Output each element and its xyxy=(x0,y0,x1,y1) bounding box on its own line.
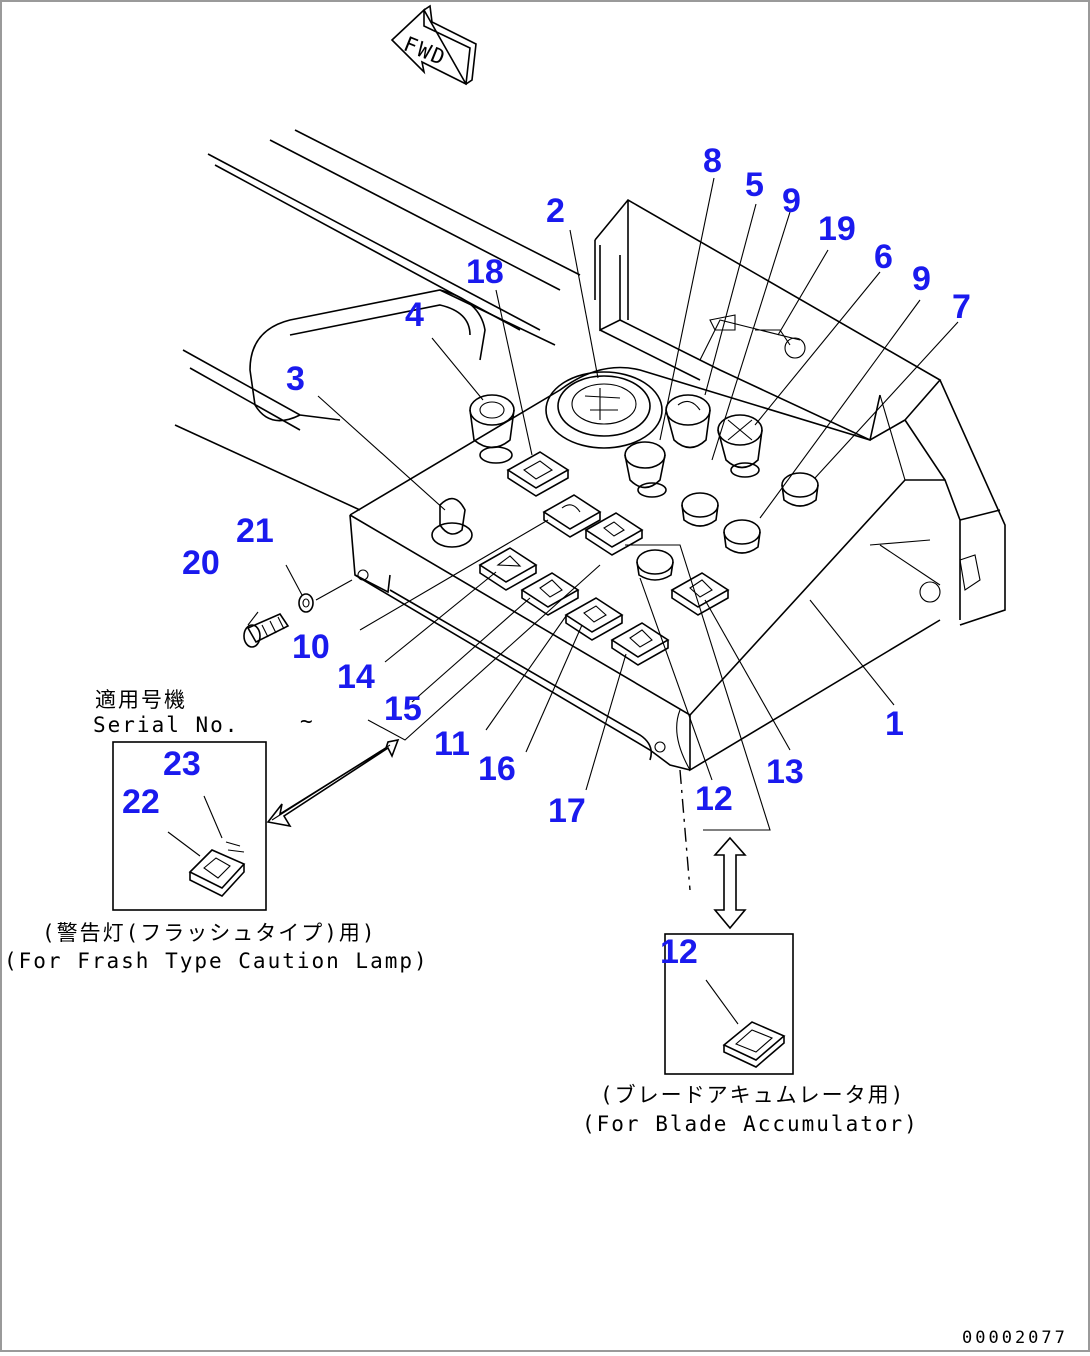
square-switch-13b-icon xyxy=(670,572,730,616)
serial-label-en: Serial No. xyxy=(93,713,239,737)
inset-box-b xyxy=(664,933,794,1075)
caption-caution-jp: (警告灯(フラッシュタイプ)用) xyxy=(42,921,377,945)
caption-blade-en: (For Blade Accumulator) xyxy=(582,1112,919,1136)
square-switch-17-icon xyxy=(610,622,670,666)
bolt-icon xyxy=(243,612,290,648)
round-switch-5-icon xyxy=(665,394,711,449)
callout-9a: 9 xyxy=(782,182,801,220)
gauge-icon xyxy=(545,371,663,449)
callout-3: 3 xyxy=(286,360,305,398)
double-arrow-icon xyxy=(713,836,747,930)
square-switch-15-icon xyxy=(520,572,580,616)
accumulator-switch-icon xyxy=(722,1021,786,1068)
callout-11: 11 xyxy=(434,725,470,763)
callout-22: 22 xyxy=(122,783,160,821)
callout-20: 20 xyxy=(182,544,220,582)
round-switch-4-icon xyxy=(469,394,515,464)
callout-23: 23 xyxy=(163,745,201,783)
callout-13: 13 xyxy=(766,753,804,791)
caption-caution-en: (For Frash Type Caution Lamp) xyxy=(4,949,429,973)
callout-12a: 12 xyxy=(695,780,733,818)
inset-caution-lamp: 適用号機 Serial No. ~ 23 22 (警告灯(フラッシュタイプ)用)… xyxy=(4,688,429,973)
round-switch-7-icon xyxy=(781,472,819,507)
caption-blade-jp: (ブレードアキュムレータ用) xyxy=(600,1083,905,1107)
callout-8: 8 xyxy=(703,142,722,180)
callout-4: 4 xyxy=(405,296,424,334)
inset-box-a xyxy=(112,741,267,911)
callout-17: 17 xyxy=(548,792,586,830)
callout-18: 18 xyxy=(466,253,504,291)
round-switch-9a-icon xyxy=(681,492,719,527)
serial-label-jp: 適用号機 xyxy=(95,688,187,712)
callout-12b: 12 xyxy=(660,933,698,971)
callout-5: 5 xyxy=(745,166,764,204)
inset-indicators xyxy=(266,544,771,930)
round-switch-6-icon xyxy=(717,414,763,478)
square-switch-18-icon xyxy=(506,451,570,497)
callout-9b: 9 xyxy=(912,260,931,298)
fwd-label: FWD xyxy=(400,32,450,71)
serial-range: ~ xyxy=(300,709,315,733)
leader-lines xyxy=(247,177,959,791)
callout-numbers: 1 2 3 4 5 6 7 8 9 9 10 11 12 13 14 15 16… xyxy=(182,142,971,830)
callout-2: 2 xyxy=(546,192,565,230)
flash-lamp-icon xyxy=(188,841,246,897)
square-switch-14-icon xyxy=(478,547,538,591)
round-switch-8-icon xyxy=(624,441,667,498)
callout-16: 16 xyxy=(478,750,516,788)
callout-19: 19 xyxy=(818,210,856,248)
callout-21: 21 xyxy=(236,512,274,550)
square-switch-10-icon xyxy=(542,494,602,538)
square-switch-11-icon xyxy=(564,597,624,641)
round-lamp-19-icon xyxy=(784,337,806,359)
drawing-code: 00002077 xyxy=(962,1328,1068,1348)
round-switch-12-icon xyxy=(636,549,674,581)
fwd-arrow-icon: FWD xyxy=(390,4,477,86)
callout-7: 7 xyxy=(952,288,971,326)
round-switch-9b-icon xyxy=(723,519,761,554)
callout-10: 10 xyxy=(292,628,330,666)
dashboard-outline xyxy=(174,129,1006,772)
round-switch-3-icon xyxy=(431,497,473,548)
inset-blade-accumulator: 12 (ブレードアキュムレータ用) (For Blade Accumulator… xyxy=(582,933,919,1136)
square-switch-13-icon xyxy=(584,512,644,556)
callout-6: 6 xyxy=(874,238,893,276)
callout-14: 14 xyxy=(337,658,375,696)
callout-15: 15 xyxy=(384,690,422,728)
callout-1: 1 xyxy=(885,705,904,743)
washer-icon xyxy=(298,593,314,613)
